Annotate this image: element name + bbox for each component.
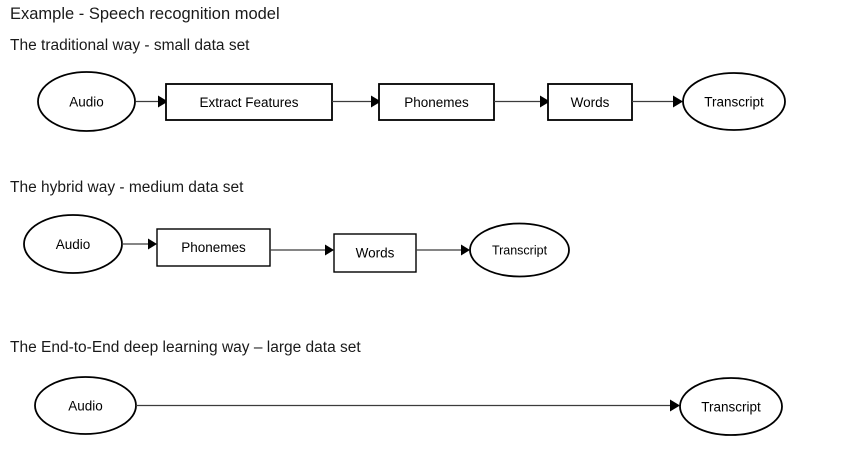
page-title: Example - Speech recognition model xyxy=(10,5,280,23)
arrow-phonemes-to-words-hybrid xyxy=(270,244,334,256)
arrow-audio-to-transcript-end-to-end xyxy=(136,399,680,412)
node-words-hybrid xyxy=(333,233,417,273)
node-words-traditional xyxy=(547,83,633,121)
arrow-audio-to-extract-features xyxy=(136,95,168,108)
node-transcript-end-to-end xyxy=(679,377,783,436)
node-transcript-traditional xyxy=(682,72,786,131)
node-audio-end-to-end-label: Audio xyxy=(68,399,103,414)
node-extract-features-label: Extract Features xyxy=(199,95,298,110)
pipeline-row-traditional: Audio Extract Features Phonemes Words Tr… xyxy=(37,71,786,132)
section-heading-traditional: The traditional way - small data set xyxy=(10,37,250,54)
node-transcript-hybrid-label: Transcript xyxy=(492,244,548,258)
arrow-words-to-transcript-hybrid xyxy=(416,244,470,256)
node-audio-traditional xyxy=(37,71,136,132)
node-words-hybrid-label: Words xyxy=(356,246,395,261)
arrow-extract-features-to-phonemes xyxy=(332,95,381,108)
node-audio-traditional-label: Audio xyxy=(69,95,104,110)
node-phonemes-traditional xyxy=(378,83,495,121)
section-heading-end-to-end: The End-to-End deep learning way – large… xyxy=(10,339,361,356)
node-phonemes-hybrid-label: Phonemes xyxy=(181,240,246,255)
node-transcript-end-to-end-label: Transcript xyxy=(701,400,761,415)
arrow-phonemes-to-words-traditional xyxy=(494,95,550,108)
arrow-words-to-transcript-traditional xyxy=(632,95,683,108)
node-words-traditional-label: Words xyxy=(571,95,610,110)
pipeline-row-hybrid: Audio Phonemes Words Transcript xyxy=(23,214,570,278)
node-audio-hybrid-label: Audio xyxy=(56,237,91,252)
node-transcript-traditional-label: Transcript xyxy=(704,95,764,110)
pipeline-row-end-to-end: Audio Transcript xyxy=(34,376,783,436)
arrow-audio-to-phonemes-hybrid xyxy=(122,238,157,250)
node-transcript-hybrid xyxy=(469,222,570,278)
node-phonemes-traditional-label: Phonemes xyxy=(404,95,469,110)
node-phonemes-hybrid xyxy=(156,228,271,267)
section-heading-hybrid: The hybrid way - medium data set xyxy=(10,179,244,196)
